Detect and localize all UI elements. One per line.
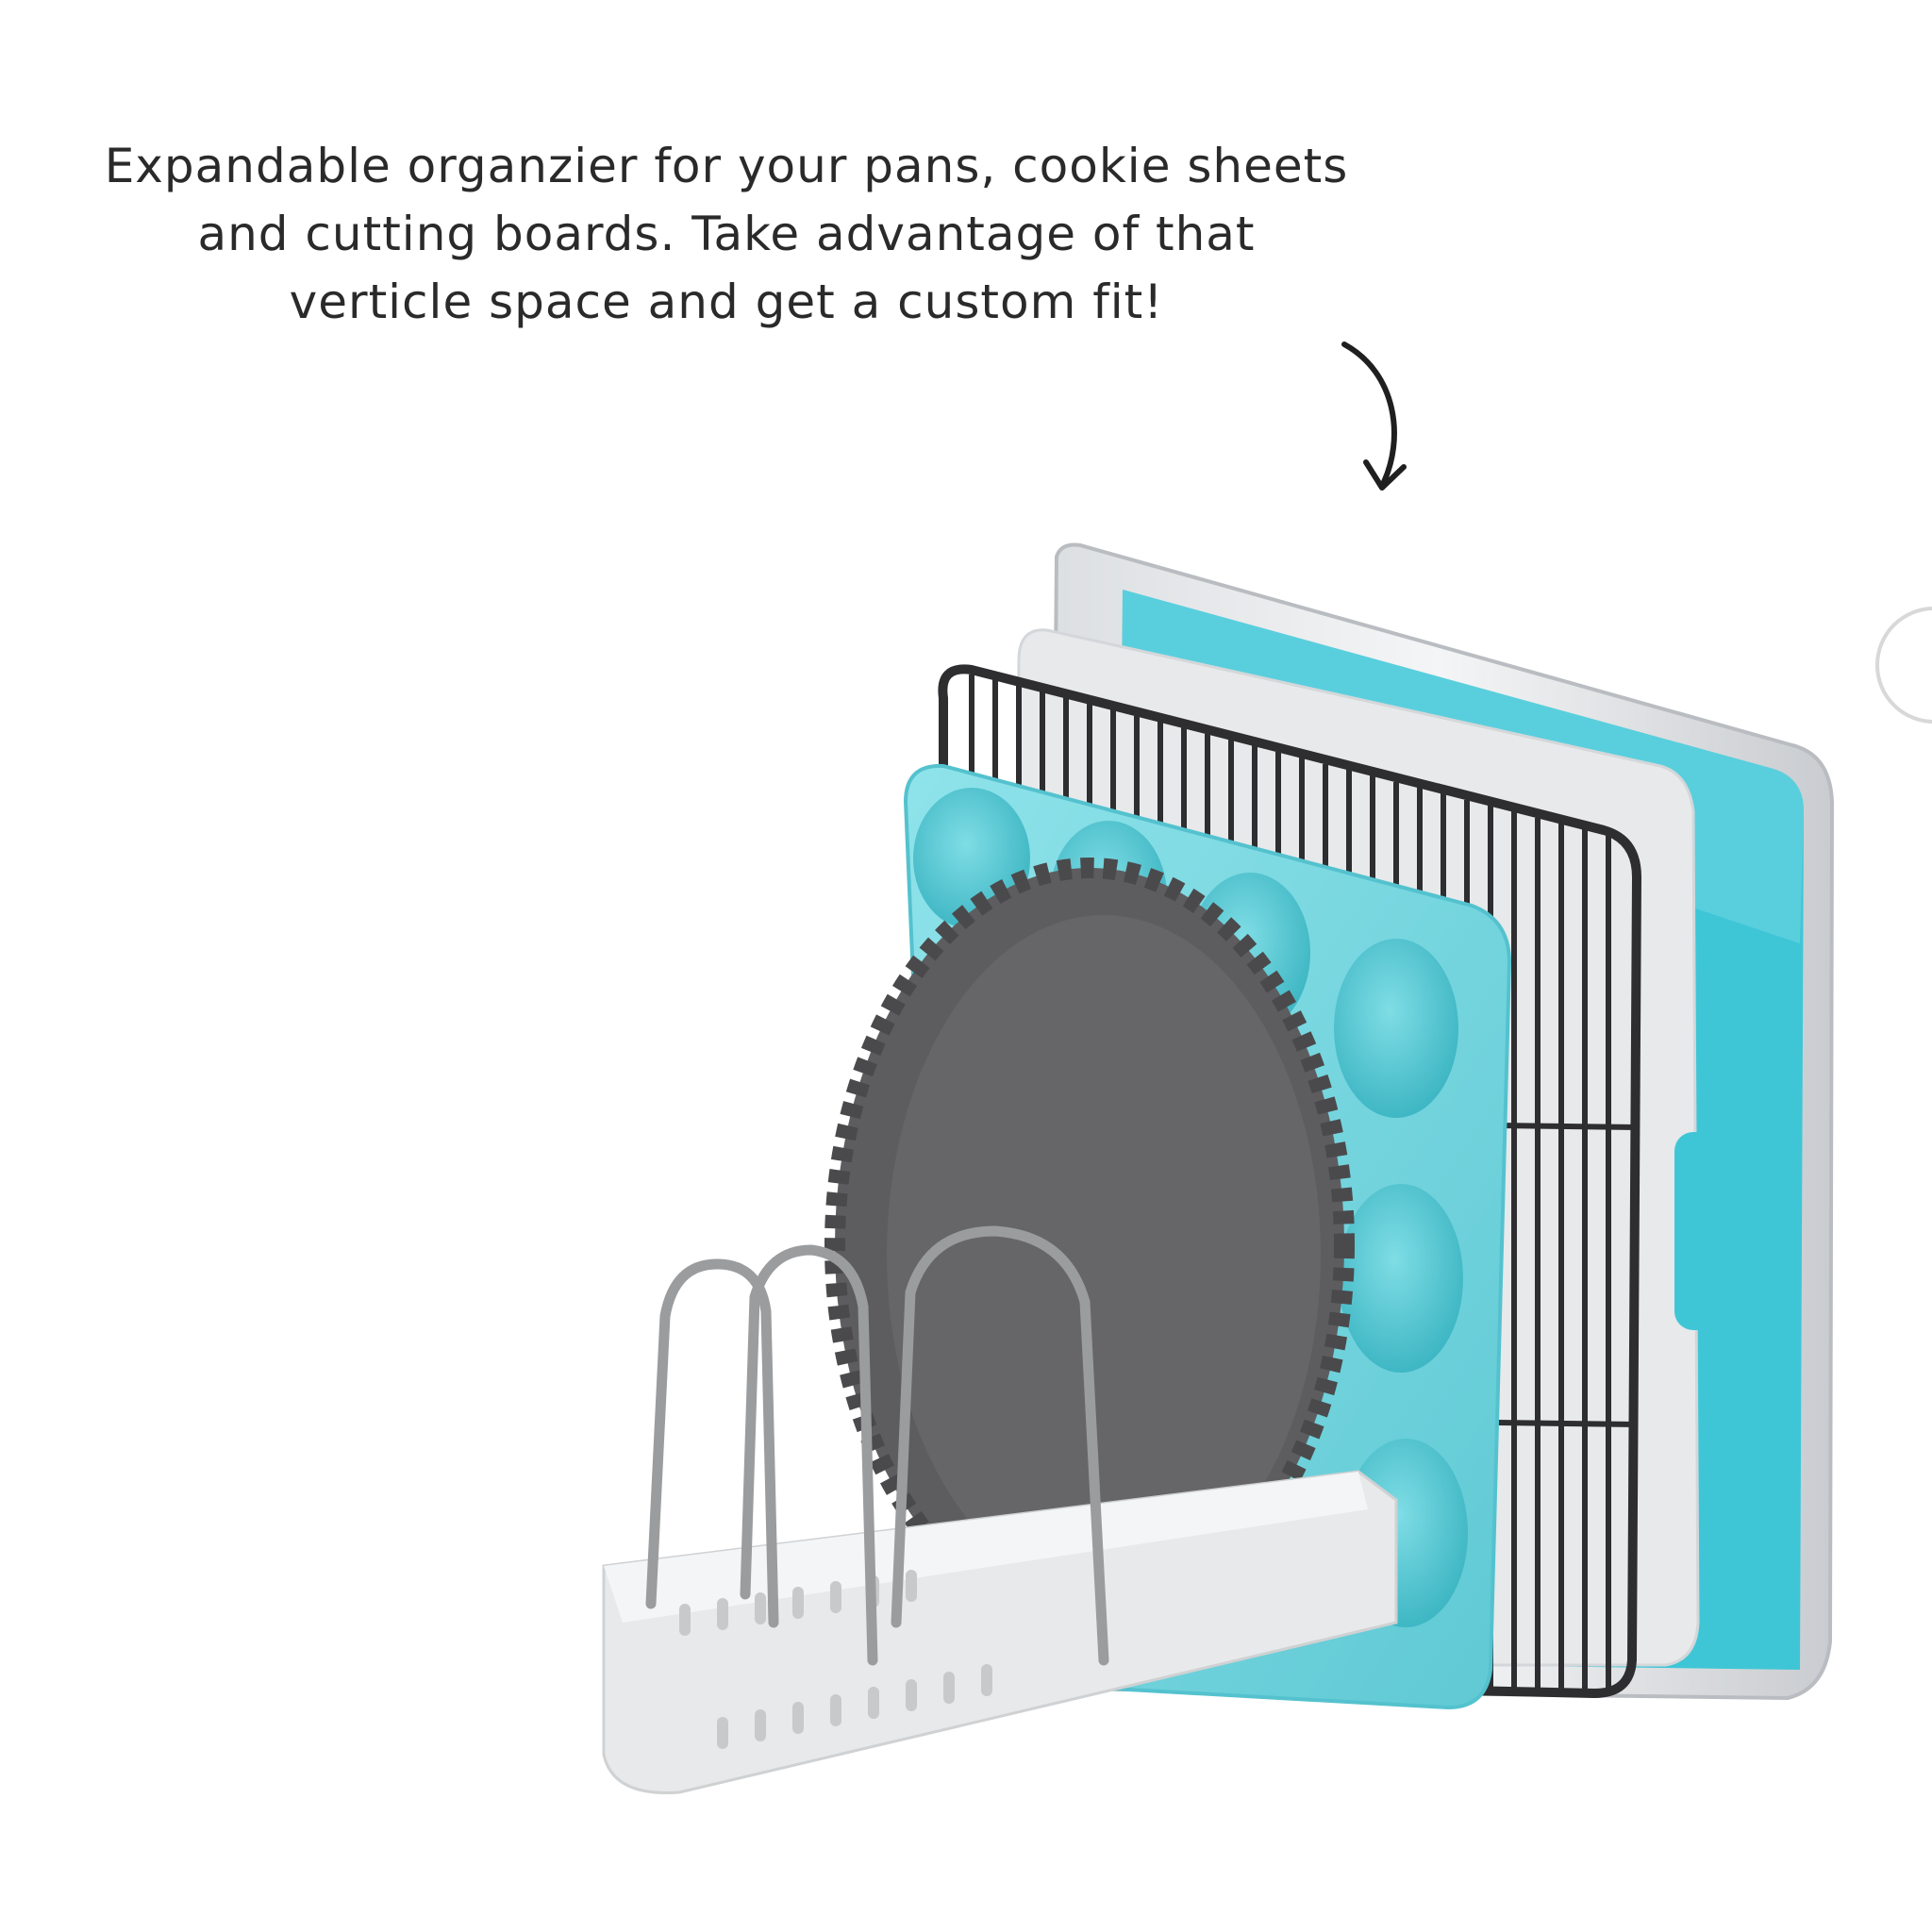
caption-line-2: and cutting boards. Take advantage of th… bbox=[197, 207, 1256, 261]
promo-caption: Expandable organzier for your pans, cook… bbox=[94, 132, 1358, 336]
curved-down-arrow-icon bbox=[1341, 341, 1407, 491]
wire-dividers bbox=[645, 1225, 1109, 1666]
caption-line-3: verticle space and get a custom fit! bbox=[289, 275, 1164, 329]
partial-circle-icon bbox=[1875, 607, 1932, 724]
caption-line-1: Expandable organzier for your pans, cook… bbox=[104, 139, 1349, 193]
organizer-base bbox=[602, 1470, 1398, 1794]
tart-pan bbox=[824, 858, 1355, 1633]
